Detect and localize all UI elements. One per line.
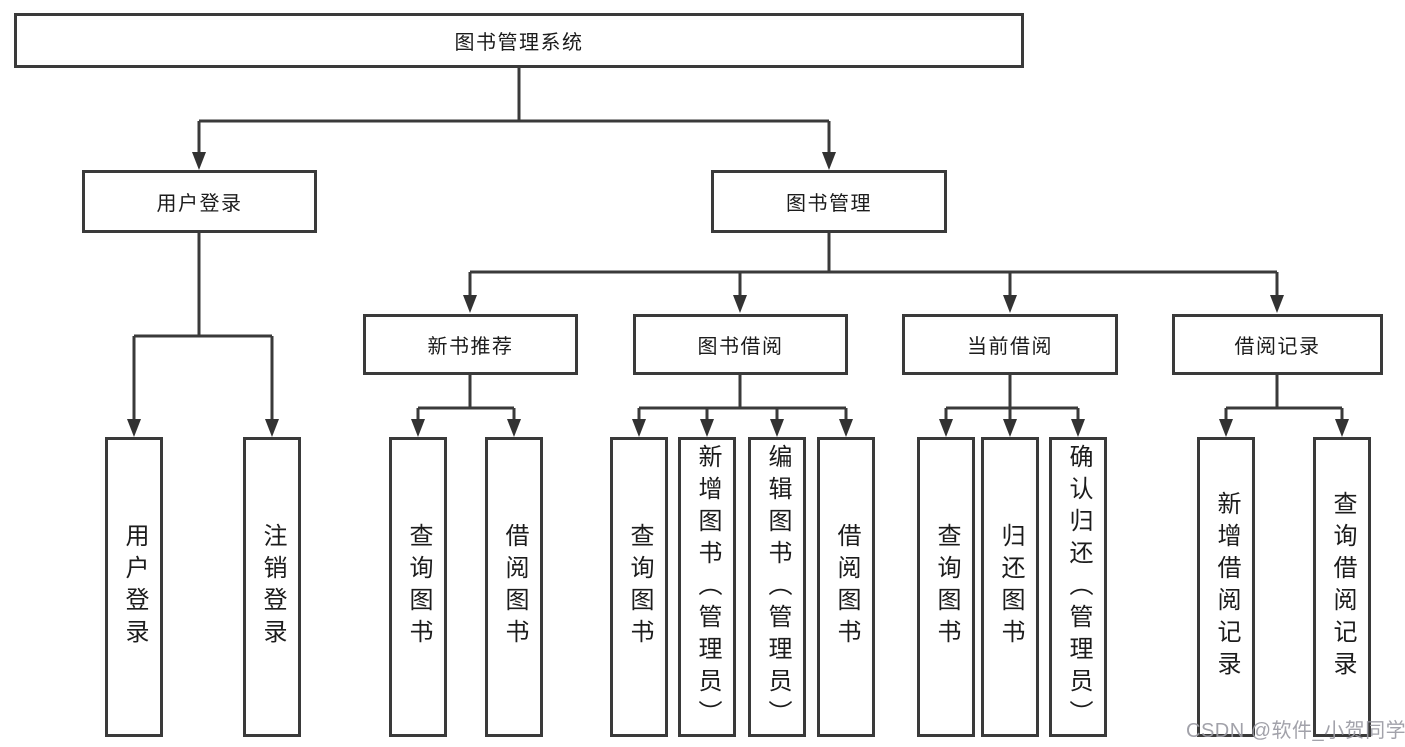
node-book-borrow: 图书借阅 — [633, 314, 848, 375]
leaf-query-books-recommend: 查询图书 — [389, 437, 447, 737]
leaf-return-books: 归还图书 — [981, 437, 1039, 737]
leaf-confirm-return-admin: 确认归还（管理员） — [1049, 437, 1107, 737]
leaf-add-books-admin: 新增图书（管理员） — [678, 437, 736, 737]
connector-current-borrow — [939, 375, 1085, 437]
leaf-add-borrow-record: 新增借阅记录 — [1197, 437, 1255, 737]
leaf-query-borrow-record: 查询借阅记录 — [1313, 437, 1371, 737]
leaf-borrow-books: 借阅图书 — [817, 437, 875, 737]
leaf-query-books-current: 查询图书 — [917, 437, 975, 737]
connector-borrow-records — [1219, 375, 1349, 437]
csdn-watermark: CSDN @软件_小贺同学 — [1186, 720, 1405, 742]
node-root-library-system: 图书管理系统 — [14, 13, 1024, 68]
connector-new-book-recommend — [411, 375, 521, 437]
leaf-borrow-books-recommend: 借阅图书 — [485, 437, 543, 737]
connector-root — [192, 68, 836, 170]
node-new-book-recommend: 新书推荐 — [363, 314, 578, 375]
connector-user-login — [127, 233, 279, 437]
connector-book-borrow — [632, 375, 853, 437]
node-current-borrow: 当前借阅 — [902, 314, 1118, 375]
connector-book-management — [463, 233, 1284, 313]
leaf-user-login: 用户登录 — [105, 437, 163, 737]
node-user-login: 用户登录 — [82, 170, 317, 233]
node-borrow-records: 借阅记录 — [1172, 314, 1383, 375]
leaf-query-books-borrow: 查询图书 — [610, 437, 668, 737]
node-book-management: 图书管理 — [711, 170, 947, 233]
leaf-edit-books-admin: 编辑图书（管理员） — [748, 437, 806, 737]
leaf-logout: 注销登录 — [243, 437, 301, 737]
